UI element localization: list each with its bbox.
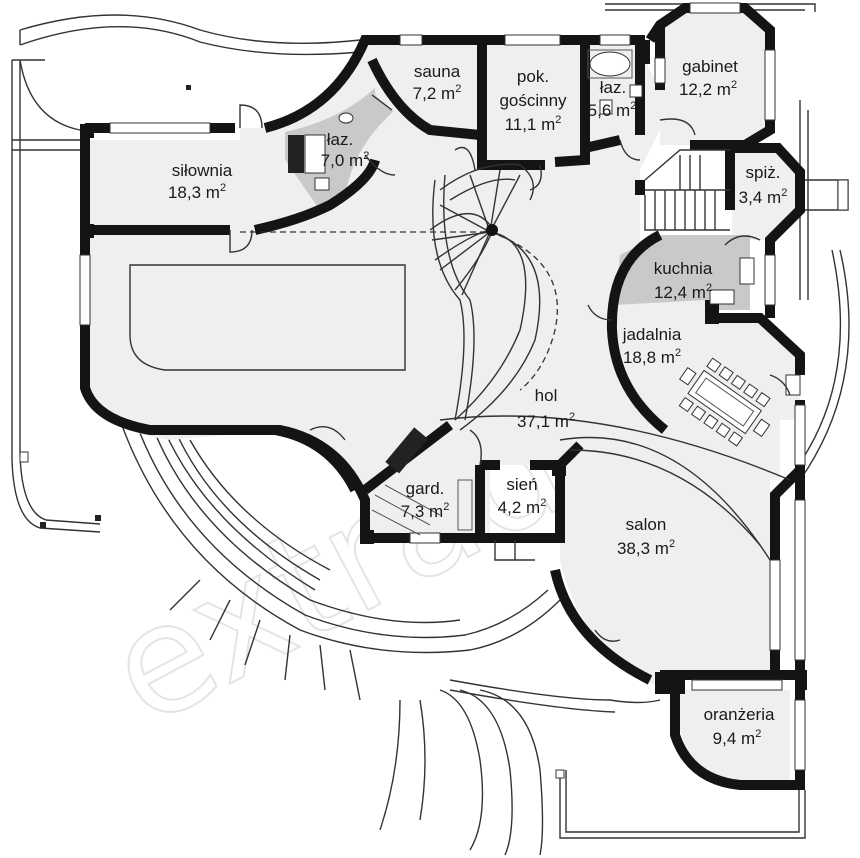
windows (79, 2, 806, 771)
room-laz-1: łaz. 7,0 m2 (321, 130, 370, 170)
room-area: 11,1 m2 (505, 114, 562, 134)
wall-blocks (80, 40, 807, 694)
room-spiz: spiż. 3,4 m2 (739, 163, 788, 207)
room-name: siłownia (172, 161, 233, 180)
room-kuchnia: kuchnia 12,4 m2 (654, 259, 713, 302)
room-name: jadalnia (622, 325, 682, 344)
room-area: 3,4 m2 (739, 187, 788, 207)
room-labels: siłownia 18,3 m2 łaz. 7,0 m2 sauna 7,2 m… (168, 57, 787, 748)
room-name: spiż. (746, 163, 781, 182)
room-area: 12,4 m2 (654, 282, 712, 302)
room-area: 5,6 m2 (588, 100, 637, 120)
pool (129, 231, 500, 371)
room-gard: gard. 7,3 m2 (401, 479, 450, 521)
room-hol: hol 37,1 m2 (517, 386, 575, 431)
room-name: kuchnia (654, 259, 713, 278)
room-area: 18,8 m2 (623, 347, 681, 367)
garden-paths (119, 419, 806, 856)
room-name: salon (626, 515, 667, 534)
room-name: łaz. (327, 130, 353, 149)
room-gabinet: gabinet 12,2 m2 (679, 57, 738, 99)
room-jadalnia: jadalnia 18,8 m2 (622, 325, 682, 367)
room-oranzeria: oranżeria 9,4 m2 (704, 705, 775, 748)
dining-table (678, 357, 771, 447)
room-area: 18,3 m2 (168, 182, 226, 202)
terrace-left (11, 14, 361, 533)
room-sauna: sauna 7,2 m2 (413, 62, 462, 103)
room-name: sauna (414, 62, 461, 81)
room-area: 7,2 m2 (413, 83, 462, 103)
room-laz-2: łaz. 5,6 m2 (588, 78, 637, 120)
room-area: 7,0 m2 (321, 150, 370, 170)
room-area: 38,3 m2 (617, 538, 675, 558)
room-area: 9,4 m2 (713, 728, 762, 748)
room-name: pok. (517, 67, 549, 86)
room-name: hol (535, 386, 558, 405)
room-area: 12,2 m2 (679, 79, 737, 99)
room-fills (90, 10, 800, 780)
room-silownia: siłownia 18,3 m2 (168, 161, 233, 202)
room-name: sień (506, 475, 537, 494)
room-pok-goscinny: pok. gościnny 11,1 m2 (499, 67, 567, 134)
room-area: 37,1 m2 (517, 411, 575, 431)
room-name: oranżeria (704, 705, 775, 724)
room-name: gard. (406, 479, 445, 498)
room-name: łaz. (600, 78, 626, 97)
doors (229, 94, 791, 642)
room-sien: sień 4,2 m2 (498, 475, 547, 517)
room-salon: salon 38,3 m2 (617, 515, 675, 558)
room-area: 4,2 m2 (498, 497, 547, 517)
stairs (429, 149, 791, 561)
fixtures (288, 49, 771, 536)
room-area: 7,3 m2 (401, 501, 450, 521)
room-name: gabinet (682, 57, 738, 76)
room-name-2: gościnny (499, 91, 567, 110)
